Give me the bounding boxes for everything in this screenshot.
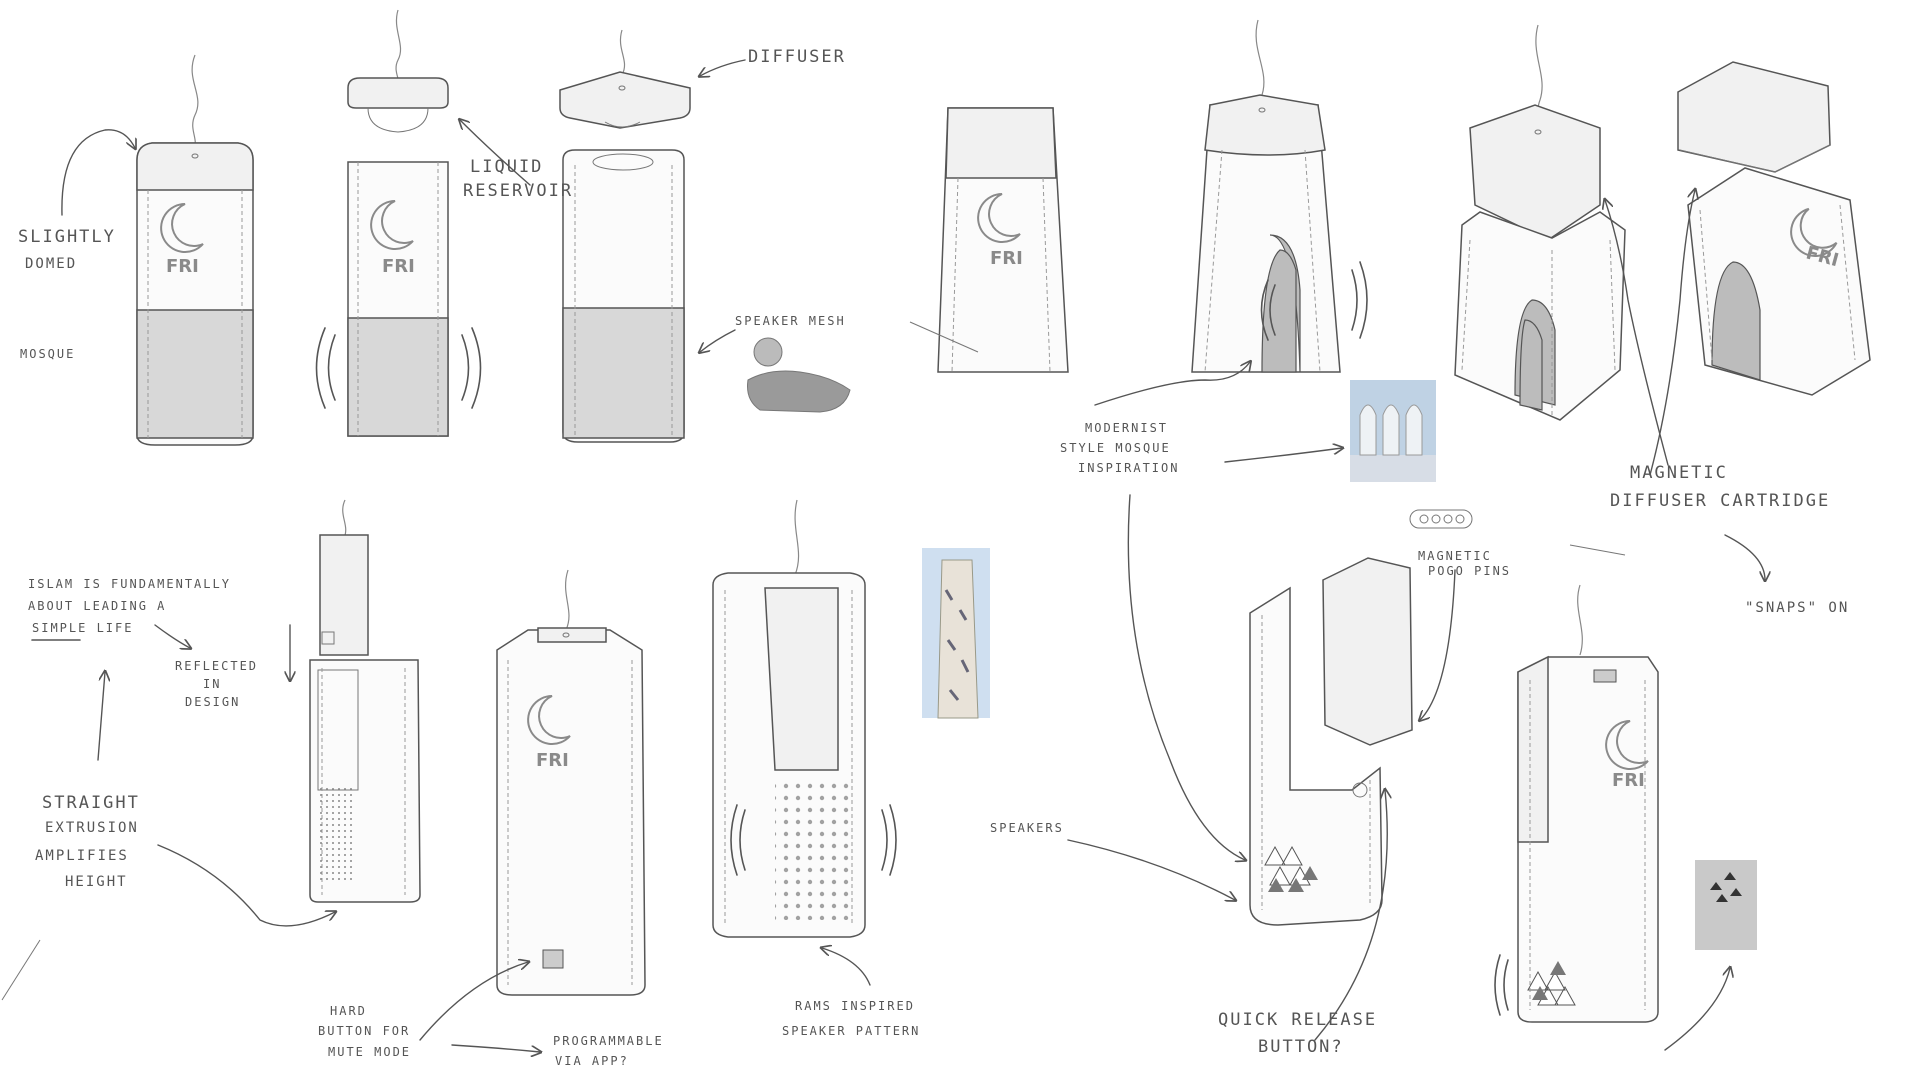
- label-speakers: SPEAKERS: [990, 821, 1064, 835]
- tower-mute-button: [496, 569, 646, 996]
- label-height: HEIGHT: [65, 874, 128, 890]
- label-islam-1: ISLAM IS FUNDAMENTALLY: [28, 577, 231, 591]
- label-quick-release: QUICK RELEASE: [1218, 1010, 1377, 1030]
- label-islam-3: SIMPLE LIFE: [32, 621, 133, 635]
- logo-fri: FRI: [990, 248, 1023, 269]
- label-programmable: PROGRAMMABLE: [553, 1034, 664, 1048]
- label-modernist: MODERNIST: [1085, 421, 1168, 435]
- stray-line: [1569, 544, 1626, 556]
- tower-final: [1494, 584, 1659, 1023]
- label-pogo-pins: POGO PINS: [1428, 564, 1511, 578]
- label-rams: RAMS INSPIRED: [795, 999, 915, 1013]
- mosque-photo: [1350, 380, 1436, 482]
- label-domed: DOMED: [25, 256, 77, 272]
- tower-cartridge-angled: [1677, 61, 1871, 396]
- tower-rams-speaker: [712, 499, 897, 938]
- label-inspiration: INSPIRATION: [1078, 461, 1179, 475]
- label-liquid: LIQUID: [470, 157, 543, 177]
- logo-fri: FRI: [382, 256, 415, 277]
- label-speaker-mesh: SPEAKER MESH: [735, 314, 846, 328]
- label-diffuser-cartridge: DIFFUSER CARTRIDGE: [1610, 491, 1830, 511]
- tower-photo: [922, 548, 990, 719]
- label-slightly: SLIGHTLY: [18, 227, 116, 247]
- label-button-for: BUTTON FOR: [318, 1024, 410, 1038]
- label-reflected: REFLECTED: [175, 659, 258, 673]
- label-design: DESIGN: [185, 695, 240, 709]
- logo-fri: FRI: [536, 750, 569, 771]
- tower-diffuser-mesh: [559, 29, 851, 443]
- tower-exploded-reservoir: [315, 9, 482, 437]
- label-diffuser: DIFFUSER: [748, 47, 846, 67]
- label-snaps-on: "SNAPS" ON: [1745, 600, 1849, 616]
- logo-fri: FRI: [1612, 770, 1645, 791]
- tower-tapered: [909, 107, 1069, 373]
- label-islam-2: ABOUT LEADING A: [28, 599, 166, 613]
- label-amplifies: AMPLIFIES: [35, 848, 129, 864]
- label-straight: STRAIGHT: [42, 793, 140, 813]
- label-hard: HARD: [330, 1004, 367, 1018]
- label-mute-mode: MUTE MODE: [328, 1045, 411, 1059]
- tower-quick-release: [1249, 509, 1473, 926]
- label-reservoir: RESERVOIR: [463, 181, 573, 201]
- tower-extrusion-slider: [309, 499, 421, 903]
- annotation-arrows: [61, 59, 1765, 1052]
- label-via-app: VIA APP?: [555, 1054, 629, 1068]
- label-magnetic-pins: MAGNETIC: [1418, 549, 1492, 563]
- tower-mosque-arch: [1191, 19, 1368, 373]
- label-mosque: MOSQUE: [20, 347, 75, 361]
- label-magnetic: MAGNETIC: [1630, 463, 1728, 483]
- label-speaker-pattern: SPEAKER PATTERN: [782, 1024, 920, 1038]
- tower-magnetic-exploded: [1454, 24, 1626, 421]
- label-extrusion: EXTRUSION: [45, 820, 139, 836]
- logo-fri: FRI: [166, 256, 199, 277]
- tower-assembled-domed: [136, 54, 254, 446]
- label-in: IN: [203, 677, 221, 691]
- label-style-mosque: STYLE MOSQUE: [1060, 441, 1171, 455]
- label-button-q: BUTTON?: [1258, 1037, 1344, 1057]
- texture-photo: [1695, 860, 1757, 950]
- labels: FRI FRI FRI FRI FRI FRI SLIGHTLY DOMED M…: [1, 47, 1849, 1068]
- stray-line: [1, 939, 41, 1001]
